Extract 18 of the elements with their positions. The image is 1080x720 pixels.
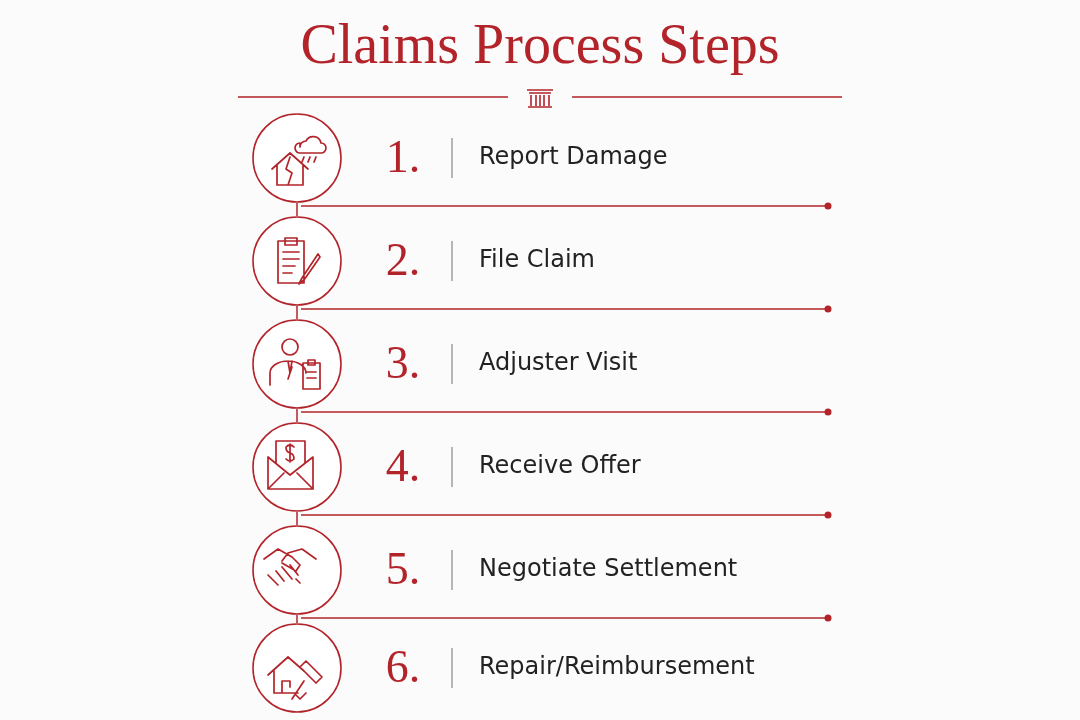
- step-number: 6.: [384, 640, 422, 693]
- step-number: 2.: [384, 233, 422, 286]
- connector-line: [296, 305, 298, 320]
- title: Claims Process Steps: [299, 12, 781, 76]
- connector-line: [296, 511, 298, 526]
- connector-line: [296, 202, 298, 217]
- step-number: 4.: [384, 439, 422, 492]
- connector-line: [296, 614, 298, 624]
- step-number: 3.: [384, 336, 422, 389]
- step-label: Adjuster Visit: [479, 348, 638, 376]
- step-label: Receive Offer: [479, 451, 641, 479]
- step-number: 1.: [384, 130, 422, 183]
- step-label: Report Damage: [479, 142, 668, 170]
- step-label: Negotiate Settlement: [479, 554, 738, 582]
- step-label: Repair/Reimbursement: [479, 652, 755, 680]
- step-label: File Claim: [479, 245, 595, 273]
- step-number: 5.: [384, 542, 422, 595]
- connector-line: [296, 408, 298, 423]
